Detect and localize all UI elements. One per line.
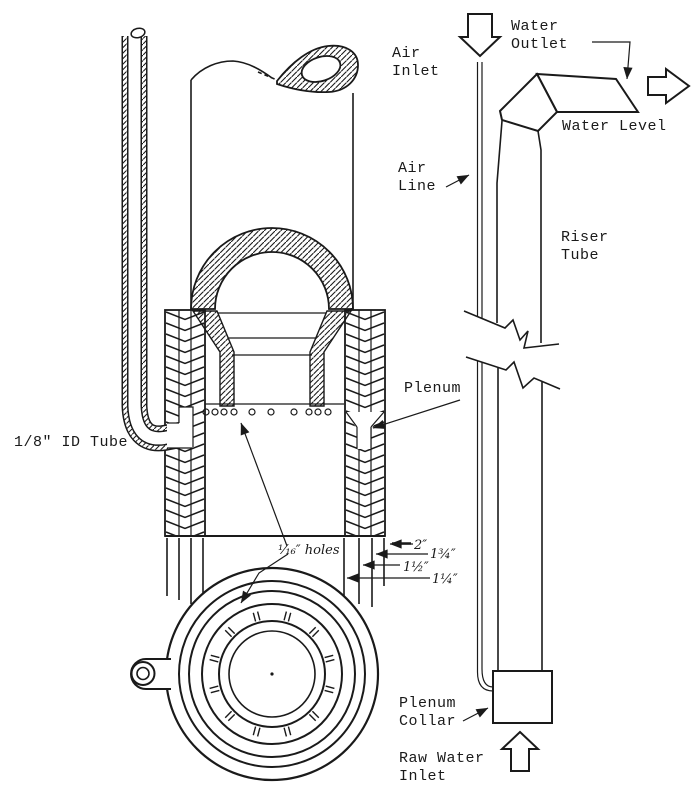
- outlet-spout-left-face: [498, 72, 559, 133]
- raw-water-inlet-label-1: Raw Water: [399, 750, 485, 767]
- injector-holes-row: [202, 403, 344, 416]
- riser-tube-label-1: Riser: [561, 229, 609, 246]
- schematic-view: Air Inlet Water Outlet Water Level Air L…: [372, 13, 691, 785]
- dimension-annotations: 2″ 1¾″ 1½″ 1¼″: [346, 538, 458, 587]
- holes-note-label: ¹⁄₁₆″ holes: [278, 543, 340, 558]
- riser-tube-lower: [497, 368, 543, 671]
- dim-1-1-2in: 1½″: [403, 560, 429, 575]
- dim-2in: 2″: [413, 538, 427, 553]
- air-line-label-2: Line: [398, 178, 436, 195]
- air-inlet-label-2: Inlet: [392, 63, 440, 80]
- hole-ring-marks: [209, 611, 335, 737]
- water-outlet-label-1: Water: [511, 18, 559, 35]
- raw-water-arrow-icon: [499, 730, 541, 772]
- vessel-lip-loop: [276, 44, 359, 94]
- casing-bottom: [165, 535, 385, 608]
- leader-lines: [372, 41, 633, 722]
- plenum-collar-label-2: Collar: [399, 713, 456, 730]
- air-line-pipe: [476, 62, 494, 692]
- water-outlet-arrow-icon: [647, 67, 691, 105]
- dim-1-1-4in: 1¼″: [432, 572, 458, 587]
- riser-tube-label-2: Tube: [561, 247, 599, 264]
- top-view: [130, 566, 380, 782]
- air-supply-tube: [121, 27, 193, 452]
- dim-1-3-4in: 1¾″: [430, 547, 456, 562]
- vessel-body: [190, 60, 354, 310]
- dome-arch: [190, 227, 354, 310]
- plenum-collar-label-1: Plenum: [399, 695, 456, 712]
- funnel-walls: [191, 310, 353, 407]
- holes-annotation: ¹⁄₁₆″ holes: [240, 422, 340, 604]
- plenum-collar-box: [492, 670, 553, 724]
- air-line-label-1: Air: [398, 160, 427, 177]
- center-mark: [270, 672, 274, 676]
- plenum-label: Plenum: [404, 380, 461, 397]
- cross-section-view: 2″ 1¾″ 1½″ 1¼″ ¹⁄₁₆″ holes: [14, 27, 458, 782]
- riser-tube-upper: [496, 72, 640, 343]
- side-fitting: [130, 658, 171, 690]
- air-inlet-arrow-icon: [457, 13, 503, 58]
- tube-open-end: [130, 27, 146, 39]
- air-inlet-label-1: Air: [392, 45, 421, 62]
- id-tube-label: 1/8" ID Tube: [14, 434, 128, 451]
- water-outlet-label-2: Outlet: [511, 36, 568, 53]
- water-level-label: Water Level: [562, 118, 667, 135]
- raw-water-inlet-label-2: Inlet: [399, 768, 447, 785]
- pipe-break: [463, 310, 561, 390]
- tube-wall-channel: [167, 406, 194, 449]
- outer-casing: [164, 309, 386, 537]
